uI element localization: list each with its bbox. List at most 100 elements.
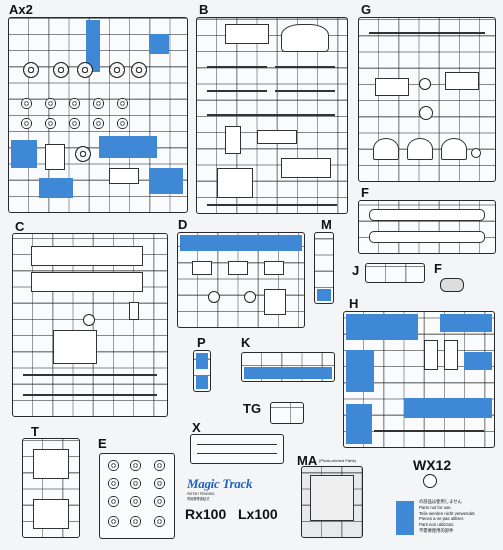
sprue-k-frame [241, 352, 335, 382]
track-wheel-part [108, 460, 119, 471]
mudguard-part [441, 138, 467, 160]
sprue-t-frame [22, 438, 80, 538]
sprue-tg-frame [270, 402, 304, 424]
ring-part [208, 291, 220, 303]
road-wheel-part [109, 62, 125, 78]
sprue-h-blue-block [440, 314, 492, 332]
mudguard-part [407, 138, 433, 160]
part-piece [192, 261, 212, 275]
rod-part [207, 90, 267, 92]
road-wheel-part [77, 62, 93, 78]
not-for-use-notice: の部品は使用しません Parts not for use. Teile werd… [419, 499, 476, 534]
sprue-a-blue-block [149, 34, 169, 54]
sprue-h-blue-block [346, 314, 418, 340]
sprue-f-small-frame [440, 278, 464, 292]
track-wheel-part [154, 460, 165, 471]
road-wheel-part [23, 62, 39, 78]
sprue-e-label: E [98, 436, 107, 451]
fender-part [369, 231, 485, 243]
turret-part [281, 24, 329, 52]
sprue-p-blue-block [196, 375, 208, 389]
sprue-f-small-label: F [434, 261, 442, 276]
sprue-j-frame [365, 263, 425, 283]
sprue-g-label: G [361, 2, 372, 17]
sprue-j-label: J [352, 263, 360, 278]
road-wheel-part [131, 62, 147, 78]
ring-part [83, 314, 95, 326]
part-piece [375, 78, 409, 96]
turret-part [33, 499, 69, 529]
logo-patent: PATENT PENDING [187, 492, 215, 496]
sprue-f-frame [358, 200, 496, 254]
rod-part [369, 32, 485, 34]
part-piece [217, 168, 253, 198]
notice-line: Pieces a ne pas utiliser. [419, 516, 465, 522]
notice-line: Parts not for use. [419, 504, 452, 510]
ring-part [471, 148, 481, 158]
sprue-a-frame [8, 17, 188, 213]
track-wheel-part [154, 496, 165, 507]
not-for-use-swatch [396, 501, 414, 535]
sprue-e-frame [99, 453, 175, 539]
sprue-a-label: Ax2 [9, 2, 33, 17]
rx100-label: Rx100 [185, 506, 227, 522]
ma-note: (Photo-etched Parts) [319, 458, 356, 463]
track-wheel-part [154, 478, 165, 489]
road-wheel-part [45, 118, 56, 129]
sprue-m-blue-block [317, 289, 331, 301]
mudguard-part [373, 138, 399, 160]
sprue-k-blue-block [244, 367, 332, 379]
magic-track-logo: Magic Track PATENT PENDING 専用履帯連結式 [187, 476, 252, 501]
sprue-b-label: B [199, 2, 209, 17]
rod-part [207, 204, 337, 206]
sprue-a-blue-block [11, 140, 37, 168]
road-wheel-part [69, 98, 80, 109]
fender-part [369, 209, 485, 221]
notice-line: 不需要使用的部件 [419, 527, 454, 533]
sprue-m-frame [314, 232, 334, 304]
sprue-a-blue-block [149, 168, 183, 194]
sprue-h-frame [343, 311, 495, 448]
sprocket-part [75, 146, 91, 162]
part-piece [281, 158, 331, 178]
part-piece [444, 340, 458, 370]
sprue-h-blue-block [346, 350, 374, 392]
hull-plate-part [31, 246, 143, 266]
sprue-g-frame [358, 17, 496, 182]
logo-name: Magic Track [187, 476, 253, 491]
road-wheel-part [93, 118, 104, 129]
wx12-label: WX12 [413, 457, 452, 473]
sprue-p-label: P [197, 335, 206, 350]
road-wheel-part [21, 118, 32, 129]
track-wheel-part [108, 496, 119, 507]
sprue-f-label: F [361, 185, 369, 200]
rod-part [197, 444, 277, 445]
sprue-x-label: X [192, 420, 201, 435]
track-wheel-part [108, 478, 119, 489]
part-piece [109, 168, 139, 184]
part-piece [424, 340, 438, 370]
part-piece [228, 261, 248, 275]
road-wheel-part [45, 98, 56, 109]
track-wheel-part [130, 460, 141, 471]
track-wheel-part [130, 478, 141, 489]
part-piece [129, 302, 139, 320]
track-wheel-part [108, 516, 119, 527]
sprue-ma-label: MA [297, 453, 318, 468]
sprue-c-frame [12, 233, 168, 417]
part-piece [264, 289, 286, 315]
sprue-a-blue-block [99, 136, 157, 158]
sprue-d-label: D [178, 217, 188, 232]
track-wheel-part [154, 516, 165, 527]
wx12-part [423, 474, 437, 488]
lx100-label: Lx100 [238, 506, 278, 522]
road-wheel-part [69, 118, 80, 129]
notice-line: の部品は使用しません [419, 499, 462, 504]
deck-part [53, 330, 97, 364]
sprue-t-label: T [31, 424, 39, 439]
road-wheel-part [93, 98, 104, 109]
notice-line: Parti non utilizzati. [419, 522, 454, 528]
rod-part [23, 374, 157, 376]
rod-part [374, 430, 484, 432]
part-piece [225, 126, 241, 154]
